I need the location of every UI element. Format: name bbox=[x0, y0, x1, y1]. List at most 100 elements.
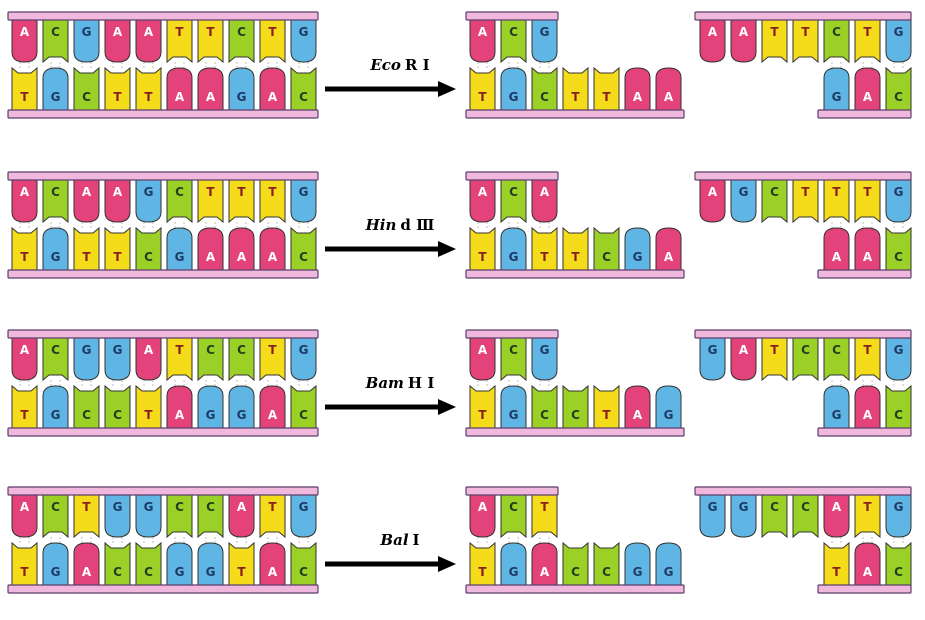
original-bottom-base-4-letter: T bbox=[113, 250, 122, 264]
original-top-base-10-letter: G bbox=[299, 25, 309, 39]
original-top-base-8-letter: T bbox=[237, 185, 246, 199]
original-top-base-8-letter: A bbox=[237, 500, 247, 514]
left-fragment-bottom-base-7-letter: A bbox=[664, 250, 674, 264]
right-fragment-bottom-base-2-letter: A bbox=[863, 565, 873, 579]
left-fragment-top-base-3-letter: G bbox=[540, 343, 550, 357]
original-top-base-5-letter: A bbox=[144, 25, 154, 39]
left-fragment-bottom-base-1-letter: T bbox=[478, 250, 487, 264]
arrow-head bbox=[438, 241, 456, 257]
original-top-base-5-letter: G bbox=[144, 185, 154, 199]
right-fragment-top-base-1-letter: A bbox=[708, 25, 718, 39]
right-fragment-bottom-backbone bbox=[818, 270, 911, 278]
right-fragment-bottom-base-3-letter: C bbox=[894, 565, 903, 579]
right-fragment-top-base-7-letter: G bbox=[894, 343, 904, 357]
original-bottom-base-7-letter: G bbox=[206, 565, 216, 579]
original-bottom-base-7-letter: A bbox=[206, 250, 216, 264]
original-bottom-base-3-letter: C bbox=[82, 408, 91, 422]
left-fragment-top-base-2-letter: C bbox=[509, 343, 518, 357]
left-fragment-bottom-base-2-letter: G bbox=[509, 250, 519, 264]
original-top-base-9-letter: T bbox=[268, 25, 277, 39]
original-bottom-base-2-letter: G bbox=[51, 250, 61, 264]
right-fragment-bottom-base-3-letter: C bbox=[894, 90, 903, 104]
right-fragment: GATCCTGGAC bbox=[700, 338, 911, 428]
right-fragment-bottom-base-1-letter: G bbox=[832, 408, 842, 422]
original-bottom-base-6-letter: G bbox=[175, 250, 185, 264]
original-bottom-base-4-letter: T bbox=[113, 90, 122, 104]
original-top-base-2-letter: C bbox=[51, 500, 60, 514]
right-fragment-top-base-6-letter: T bbox=[863, 25, 872, 39]
original-top-backbone bbox=[8, 12, 318, 20]
original-bottom-base-10-letter: C bbox=[299, 408, 308, 422]
original-bottom-base-9-letter: A bbox=[268, 565, 278, 579]
original-top-base-3-letter: G bbox=[82, 25, 92, 39]
left-fragment-bottom-base-1-letter: T bbox=[478, 90, 487, 104]
original-bottom-base-6-letter: A bbox=[175, 408, 185, 422]
original-bottom-backbone bbox=[8, 110, 318, 118]
right-fragment-top-base-6-letter: T bbox=[863, 185, 872, 199]
left-fragment-bottom-base-6-letter: A bbox=[633, 90, 643, 104]
left-fragment-top-base-2-letter: C bbox=[509, 25, 518, 39]
left-fragment-top-backbone bbox=[466, 487, 558, 495]
right-fragment-top-base-2-letter: G bbox=[739, 500, 749, 514]
original-bottom-backbone bbox=[8, 270, 318, 278]
right-fragment-top-base-6-letter: T bbox=[863, 500, 872, 514]
original-bottom-base-5-letter: T bbox=[144, 408, 153, 422]
right-fragment-top-base-5-letter: C bbox=[832, 25, 841, 39]
original-top-base-1-letter: A bbox=[20, 185, 30, 199]
right-fragment-bottom-base-3-letter: C bbox=[894, 250, 903, 264]
enzyme-name-roman: d Ⅲ bbox=[400, 216, 434, 234]
enzyme-name-roman: R Ⅰ bbox=[405, 56, 430, 74]
original-top-backbone bbox=[8, 330, 318, 338]
right-fragment-bottom-backbone bbox=[818, 428, 911, 436]
enzyme-name-roman: H Ⅰ bbox=[408, 374, 434, 392]
right-fragment-top-base-2-letter: A bbox=[739, 25, 749, 39]
original-top-base-7-letter: T bbox=[206, 25, 215, 39]
left-fragment-bottom-base-3-letter: A bbox=[540, 565, 550, 579]
original-bottom-base-1-letter: T bbox=[20, 250, 29, 264]
left-fragment-top-base-2-letter: C bbox=[509, 500, 518, 514]
original-top-base-10-letter: G bbox=[299, 185, 309, 199]
right-fragment-bottom-backbone bbox=[818, 585, 911, 593]
original-bottom-base-2-letter: G bbox=[51, 408, 61, 422]
enzyme-name-roman: Ⅰ bbox=[413, 531, 420, 549]
original-bottom-base-1-letter: T bbox=[20, 90, 29, 104]
left-fragment-top-backbone bbox=[466, 172, 558, 180]
original-dna: ACGGATCCTGTGCCTAGGAC bbox=[12, 338, 316, 428]
original-bottom-base-5-letter: C bbox=[144, 250, 153, 264]
original-bottom-base-5-letter: T bbox=[144, 90, 153, 104]
original-bottom-base-4-letter: C bbox=[113, 565, 122, 579]
left-fragment-top-base-1-letter: A bbox=[478, 343, 488, 357]
right-fragment-bottom-base-2-letter: A bbox=[863, 250, 873, 264]
right-fragment-top-base-5-letter: T bbox=[832, 185, 841, 199]
right-fragment-top-backbone bbox=[695, 487, 911, 495]
right-fragment-top-base-1-letter: G bbox=[708, 343, 718, 357]
original-top-base-8-letter: C bbox=[237, 25, 246, 39]
enzyme-label: BalⅠ bbox=[379, 531, 419, 549]
original-dna: ACAAGCTTTGTGTTCGAAAC bbox=[12, 180, 316, 270]
left-fragment-top-backbone bbox=[466, 12, 558, 20]
right-fragment-top-base-3-letter: T bbox=[770, 343, 779, 357]
right-fragment-bottom-backbone bbox=[818, 110, 911, 118]
left-fragment-top-base-1-letter: A bbox=[478, 185, 488, 199]
original-bottom-base-1-letter: T bbox=[20, 408, 29, 422]
left-fragment-bottom-base-1-letter: T bbox=[478, 408, 487, 422]
original-top-base-6-letter: T bbox=[175, 25, 184, 39]
left-fragment-bottom-backbone bbox=[466, 270, 684, 278]
left-fragment-bottom-base-3-letter: C bbox=[540, 90, 549, 104]
right-fragment: AGCTTTGAAC bbox=[700, 180, 911, 270]
original-bottom-base-7-letter: G bbox=[206, 408, 216, 422]
original-top-base-2-letter: C bbox=[51, 343, 60, 357]
original-bottom-base-2-letter: G bbox=[51, 90, 61, 104]
original-bottom-base-8-letter: G bbox=[237, 90, 247, 104]
original-top-base-5-letter: A bbox=[144, 343, 154, 357]
left-fragment-bottom-base-5-letter: C bbox=[602, 250, 611, 264]
left-fragment-bottom-base-5-letter: C bbox=[602, 565, 611, 579]
enzyme-label: Hind Ⅲ bbox=[365, 216, 435, 234]
left-fragment-bottom-base-7-letter: G bbox=[664, 408, 674, 422]
original-top-base-10-letter: G bbox=[299, 500, 309, 514]
right-fragment-bottom-base-3-letter: C bbox=[894, 408, 903, 422]
right-fragment-top-base-4-letter: T bbox=[801, 25, 810, 39]
enzyme-name-italic: Bam bbox=[365, 374, 404, 392]
arrow-head bbox=[438, 399, 456, 415]
